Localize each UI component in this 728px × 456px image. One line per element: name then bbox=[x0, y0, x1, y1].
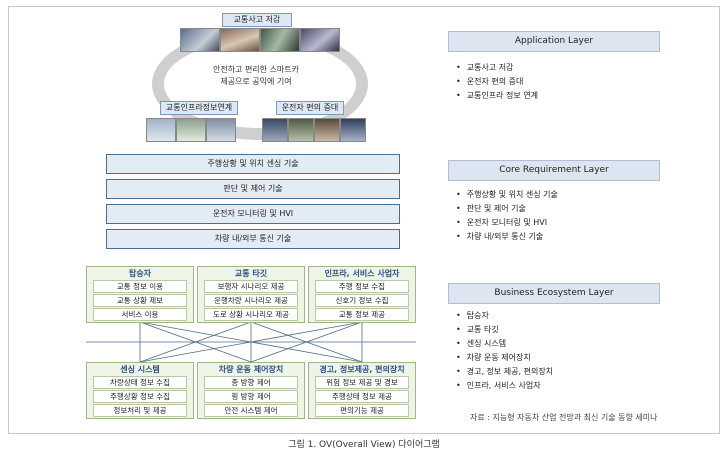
ecosystem-item: 편의기능 제공 bbox=[315, 404, 409, 417]
photo-infra-2 bbox=[176, 118, 206, 142]
ecosystem-item: 교통 상황 제보 bbox=[93, 294, 187, 307]
ecosystem-box-warning-info: 경고, 정보제공, 편의장치 위험 정보 제공 및 경보 주행상태 정보 제공 … bbox=[308, 362, 416, 419]
photo-traffic-3 bbox=[260, 28, 300, 52]
ecosystem-item: 신호기 정보 수집 bbox=[315, 294, 409, 307]
list-item: 운전자 편의 증대 bbox=[456, 75, 538, 89]
center-text-line-1: 안전하고 편리한 스마트카 bbox=[212, 65, 300, 74]
list-item: 인프라, 서비스 사업자 bbox=[456, 379, 553, 393]
photo-convenience-1 bbox=[262, 118, 288, 142]
list-item: 주행상황 및 위치 센싱 기술 bbox=[456, 188, 558, 202]
business-layer-list: 탑승자 교통 타깃 센싱 시스템 차량 운동 제어장치 경고, 정보 제공, 편… bbox=[456, 309, 553, 393]
list-item: 판단 및 제어 기술 bbox=[456, 202, 558, 216]
app-label-top: 교통사고 저감 bbox=[222, 13, 292, 27]
core-layer-1: 주행상황 및 위치 센싱 기술 bbox=[106, 154, 400, 174]
ecosystem-item: 보행자 시나리오 제공 bbox=[204, 280, 298, 293]
photo-traffic-2 bbox=[220, 28, 260, 52]
ecosystem-title: 센싱 시스템 bbox=[120, 365, 160, 374]
application-layer-heading: Application Layer bbox=[448, 31, 660, 52]
ecosystem-item: 교통 정보 이용 bbox=[93, 280, 187, 293]
list-item: 탑승자 bbox=[456, 309, 553, 323]
ecosystem-item: 서비스 이용 bbox=[93, 308, 187, 321]
ecosystem-item: 차량상태 정보 수집 bbox=[93, 376, 187, 389]
ecosystem-title: 차량 운동 제어장치 bbox=[218, 365, 284, 374]
figure-caption: 그림 1. OV(Overall View) 다이어그램 bbox=[288, 440, 440, 450]
list-item: 경고, 정보 제공, 편의장치 bbox=[456, 365, 553, 379]
ecosystem-title: 경고, 정보제공, 편의장치 bbox=[319, 365, 405, 374]
ecosystem-item: 주행상황 정보 수집 bbox=[93, 390, 187, 403]
ecosystem-box-passenger: 탑승자 교통 정보 이용 교통 상황 제보 서비스 이용 bbox=[86, 266, 194, 323]
list-item: 차량 운동 제어장치 bbox=[456, 351, 553, 365]
ecosystem-item: 도로 상황 시나리오 제공 bbox=[204, 308, 298, 321]
application-layer-list: 교통사고 저감 운전자 편의 증대 교통인프라 정보 연계 bbox=[456, 61, 538, 103]
photo-traffic-4 bbox=[300, 28, 340, 52]
photo-convenience-4 bbox=[340, 118, 366, 142]
ecosystem-item: 안전 시스템 제어 bbox=[204, 404, 298, 417]
ecosystem-item: 종 방향 제어 bbox=[204, 376, 298, 389]
ecosystem-box-motion-control: 차량 운동 제어장치 종 방향 제어 횡 방향 제어 안전 시스템 제어 bbox=[197, 362, 305, 419]
photo-traffic-1 bbox=[180, 28, 220, 52]
ecosystem-item: 정보처리 및 제공 bbox=[93, 404, 187, 417]
list-item: 교통 타깃 bbox=[456, 323, 553, 337]
list-item: 차량 내/외부 통신 기술 bbox=[456, 230, 558, 244]
photo-convenience-2 bbox=[288, 118, 314, 142]
ecosystem-item: 교통 정보 제공 bbox=[315, 308, 409, 321]
app-label-left: 교통인프라정보연계 bbox=[160, 101, 238, 115]
ecosystem-item: 횡 방향 제어 bbox=[204, 390, 298, 403]
core-layer-heading: Core Requirement Layer bbox=[448, 160, 660, 181]
ecosystem-item: 위험 정보 제공 및 경보 bbox=[315, 376, 409, 389]
core-layer-4: 차량 내/외부 통신 기술 bbox=[106, 229, 400, 249]
ecosystem-box-sensing: 센싱 시스템 차량상태 정보 수집 주행상황 정보 수집 정보처리 및 제공 bbox=[86, 362, 194, 419]
ecosystem-item: 주행 정보 수집 bbox=[315, 280, 409, 293]
core-layer-list: 주행상황 및 위치 센싱 기술 판단 및 제어 기술 운전자 모니터링 및 HV… bbox=[456, 188, 558, 244]
ecosystem-title: 교통 타깃 bbox=[234, 269, 268, 278]
source-note: 자료 : 지능형 자동차 산업 전망과 최신 기술 동향 세미나 bbox=[470, 413, 658, 422]
ecosystem-box-traffic-target: 교통 타깃 보행자 시나리오 제공 운행차량 시나리오 제공 도로 상황 시나리… bbox=[197, 266, 305, 323]
photo-convenience-3 bbox=[314, 118, 340, 142]
ecosystem-box-infra-provider: 인프라, 서비스 사업자 주행 정보 수집 신호기 정보 수집 교통 정보 제공 bbox=[308, 266, 416, 323]
photo-infra-3 bbox=[206, 118, 236, 142]
business-layer-heading: Business Ecosystem Layer bbox=[448, 283, 660, 304]
list-item: 교통사고 저감 bbox=[456, 61, 538, 75]
core-layer-3: 운전자 모니터링 및 HVI bbox=[106, 204, 400, 224]
core-layer-2: 판단 및 제어 기술 bbox=[106, 179, 400, 199]
ecosystem-item: 운행차량 시나리오 제공 bbox=[204, 294, 298, 307]
application-center-text: 안전하고 편리한 스마트카 제공으로 공익에 기여 bbox=[196, 64, 316, 88]
ecosystem-title: 탑승자 bbox=[128, 269, 152, 278]
list-item: 센싱 시스템 bbox=[456, 337, 553, 351]
center-text-line-2: 제공으로 공익에 기여 bbox=[220, 77, 292, 86]
photo-infra-1 bbox=[146, 118, 176, 142]
list-item: 운전자 모니터링 및 HVI bbox=[456, 216, 558, 230]
list-item: 교통인프라 정보 연계 bbox=[456, 89, 538, 103]
ecosystem-title: 인프라, 서비스 사업자 bbox=[324, 269, 400, 278]
app-label-right: 운전자 편의 증대 bbox=[276, 101, 344, 115]
ecosystem-item: 주행상태 정보 제공 bbox=[315, 390, 409, 403]
